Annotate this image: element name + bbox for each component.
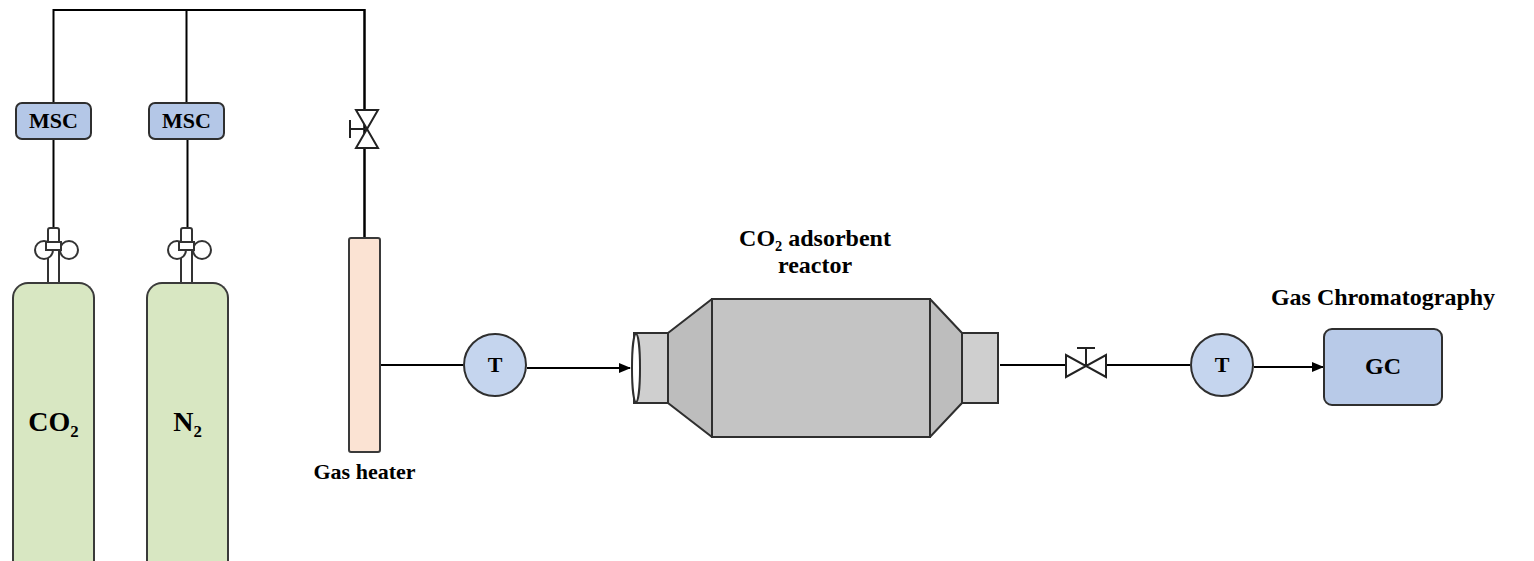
- mass-flow-controller: MSC: [15, 102, 92, 140]
- label-holder: GC: [1325, 330, 1441, 404]
- label-holder: MSC: [17, 104, 90, 138]
- label-holder: CO₂ adsorbent reactor: [710, 225, 920, 280]
- node-label: MSC: [162, 108, 211, 133]
- adsorbent-reactor: CO₂ adsorbent reactor: [630, 298, 1000, 438]
- gas-chromatograph: Gas ChromatographyGC: [1323, 328, 1443, 406]
- node-heading: Gas heater: [313, 459, 415, 484]
- label-holder: T: [465, 335, 525, 395]
- label-holder: T: [1192, 335, 1252, 395]
- mass-flow-controller: MSC: [148, 102, 225, 140]
- label-holder: MSC: [150, 104, 223, 138]
- cylinder-valve: [168, 228, 211, 284]
- label-holder: Gas heater: [313, 459, 415, 484]
- cylinder-valve: [35, 228, 78, 284]
- pipe-line: [381, 364, 463, 366]
- pipe-line: [54, 10, 365, 237]
- needle-valve: [1066, 348, 1106, 377]
- node-label: GC: [1365, 353, 1401, 381]
- label-holder: N₂: [148, 284, 227, 561]
- node-label: N₂: [173, 406, 202, 438]
- label-holder: Gas Chromatography: [1271, 284, 1495, 312]
- pipe-line: [527, 367, 630, 369]
- temperature-sensor: T: [463, 333, 527, 397]
- node-label: T: [1215, 352, 1230, 377]
- node-label: T: [488, 352, 503, 377]
- gas-heater: Gas heater: [348, 237, 381, 453]
- reactor-outline: [630, 298, 1000, 438]
- temperature-sensor: T: [1190, 333, 1254, 397]
- node-label: MSC: [29, 108, 78, 133]
- label-holder: CO₂: [14, 284, 93, 561]
- gas-cylinder: N₂: [146, 282, 229, 561]
- node-heading: CO₂ adsorbent reactor: [710, 225, 920, 280]
- pipe-line: [1254, 366, 1323, 368]
- needle-valve: [350, 110, 378, 148]
- node-heading: Gas Chromatography: [1271, 284, 1495, 312]
- gas-cylinder: CO₂: [12, 282, 95, 561]
- node-label: CO₂: [28, 406, 78, 438]
